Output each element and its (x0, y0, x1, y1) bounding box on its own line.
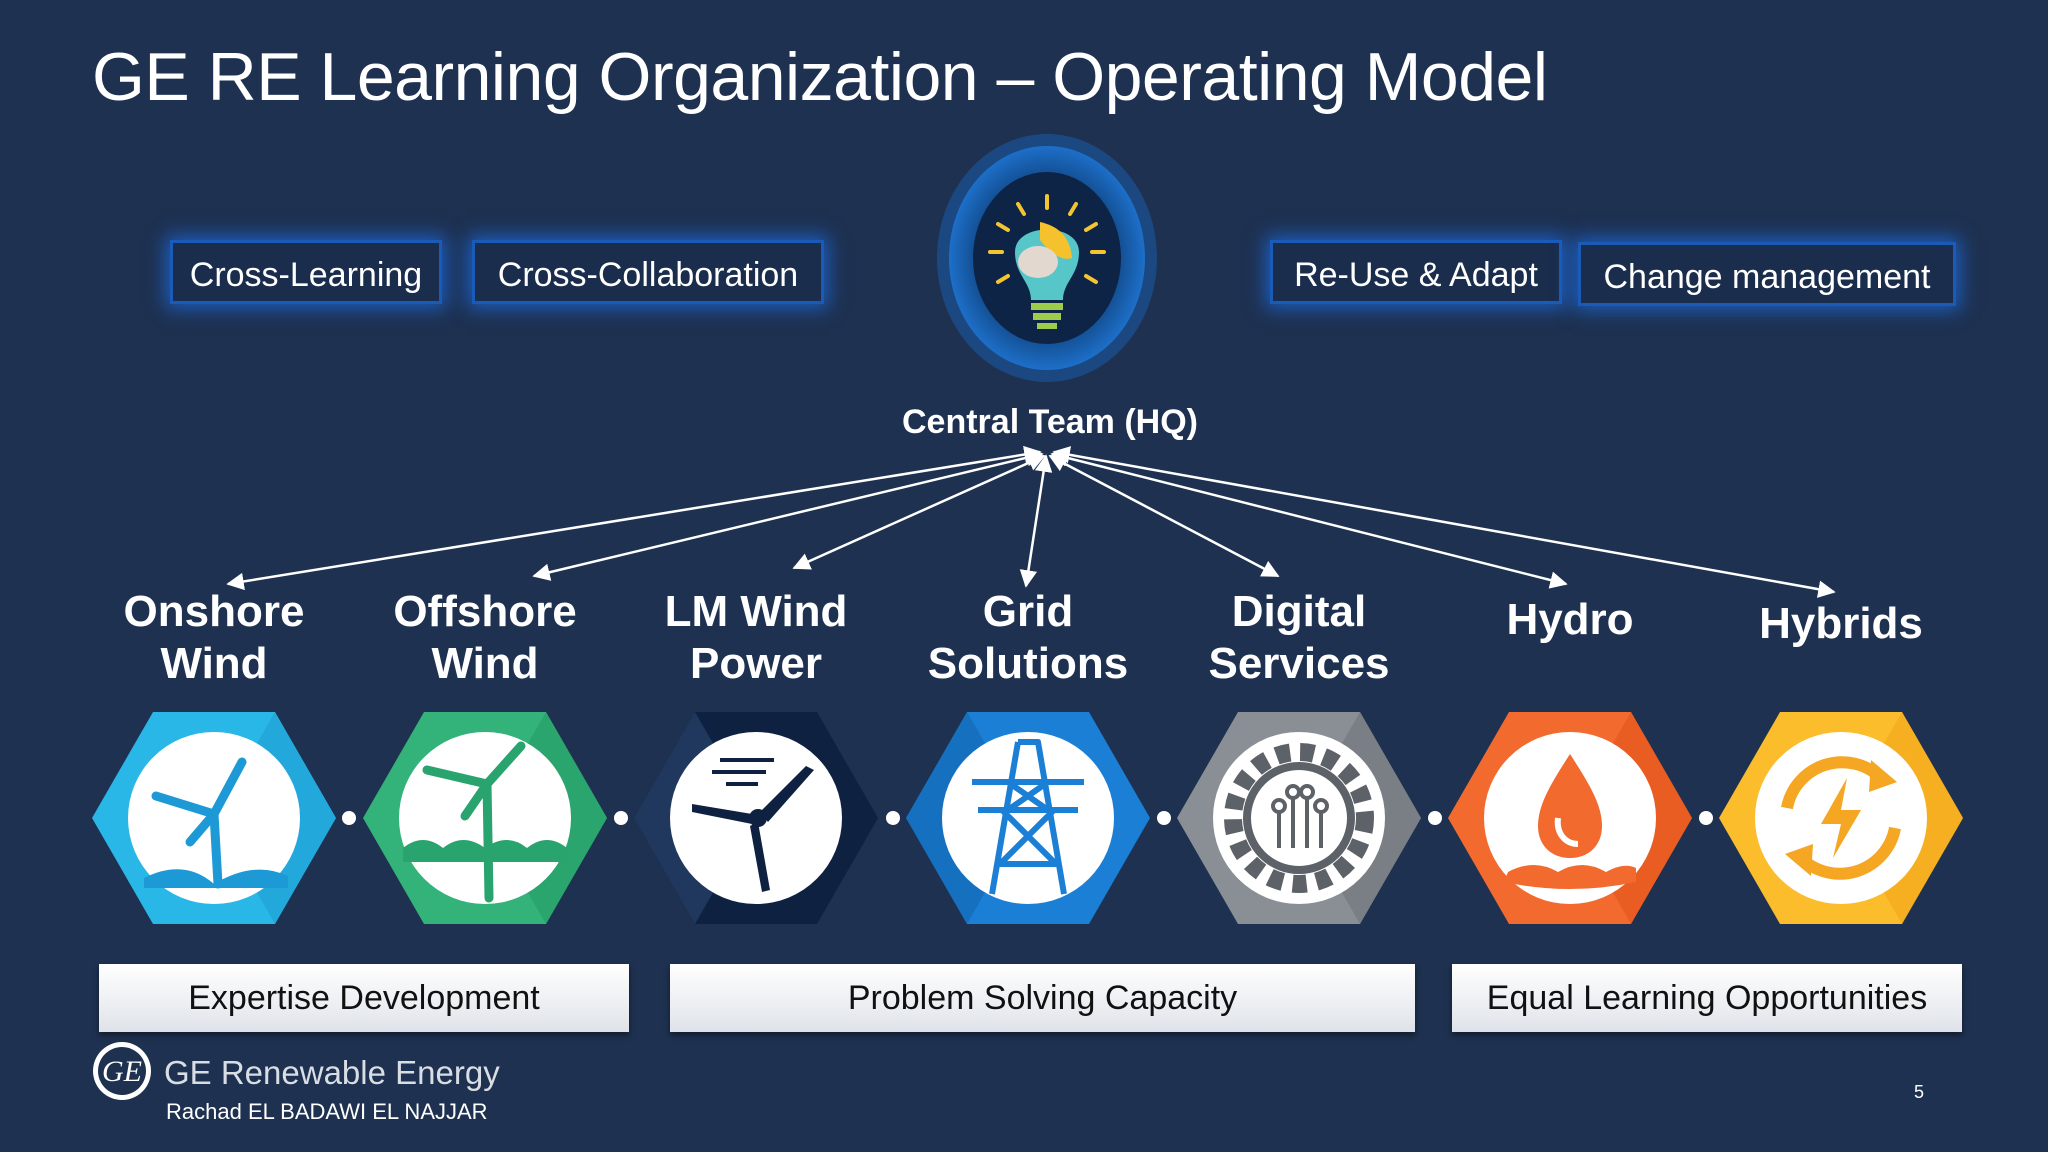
gear-circuit-icon (1177, 712, 1421, 924)
tag-cross-collaboration: Cross-Collaboration (472, 240, 824, 304)
arrow-hybrids (1052, 446, 1836, 598)
water-drop-icon (1448, 712, 1692, 924)
bu-label-hydro: Hydro (1506, 595, 1634, 644)
ge-logo-icon: GE (93, 1042, 151, 1100)
footer-author: Rachad EL BADAWI EL NAJJAR (166, 1099, 488, 1124)
tag-reuse-adapt: Re-Use & Adapt (1270, 240, 1562, 304)
hub-arrows (226, 445, 1836, 598)
hub-brain-icon (937, 134, 1157, 382)
hub-label: Central Team (HQ) (902, 403, 1198, 441)
bu-label-hybrids: Hybrids (1759, 599, 1923, 648)
footer-brand: GE Renewable Energy (164, 1054, 500, 1091)
arrow-offshore-wind (532, 449, 1044, 581)
box-problem-solving-capacity: Problem Solving Capacity (670, 964, 1415, 1032)
page-number: 5 (1914, 1082, 1925, 1102)
transmission-tower-icon (906, 712, 1150, 924)
turbine-blade-icon (634, 712, 878, 924)
energy-cycle-icon (1719, 712, 1963, 924)
arrow-grid-solutions (1019, 454, 1053, 588)
svg-text:GE: GE (102, 1055, 142, 1088)
offshore-wind-turbine-icon (363, 712, 607, 924)
box-equal-learning-opportunities: Equal Learning Opportunities (1452, 964, 1962, 1032)
onshore-wind-turbine-icon (92, 712, 336, 924)
tag-cross-learning: Cross-Learning (170, 240, 442, 304)
arrow-onshore-wind (226, 445, 1042, 591)
arrow-hydro (1050, 449, 1568, 589)
slide-title: GE RE Learning Organization – Operating … (92, 39, 1548, 115)
arrow-lm-wind-power (792, 454, 1046, 570)
tag-change-management: Change management (1578, 242, 1956, 306)
hex-connectors (342, 811, 1713, 825)
arrow-digital-services (1048, 454, 1280, 578)
box-expertise-development: Expertise Development (99, 964, 629, 1032)
